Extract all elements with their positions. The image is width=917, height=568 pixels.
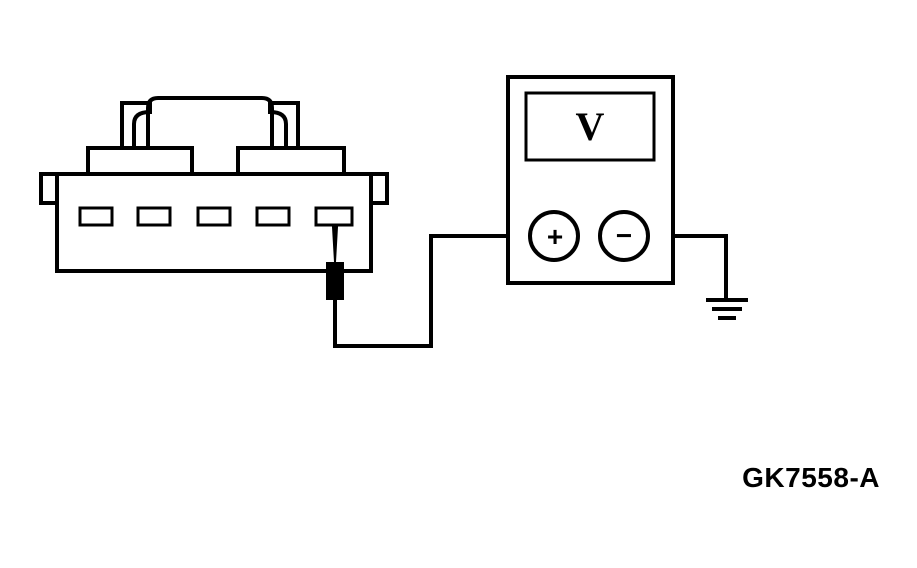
- figure-id-label: GK7558-A: [742, 462, 880, 493]
- connector-right-tab: [369, 172, 389, 205]
- ground-symbol-icon: [706, 298, 748, 320]
- connector-pin-1: [78, 206, 114, 227]
- connector-pin-3: [196, 206, 232, 227]
- voltmeter-display: [524, 91, 656, 162]
- voltmeter-icon: V + −: [506, 75, 675, 285]
- positive-terminal: [528, 210, 580, 262]
- probe-handle: [326, 262, 344, 300]
- connector-icon: [39, 96, 389, 273]
- connector-left-step: [86, 146, 194, 176]
- connector-pin-4: [255, 206, 291, 227]
- probe-tip: [331, 226, 339, 263]
- connector-pin-5: [314, 206, 354, 227]
- connector-left-tab: [39, 172, 59, 205]
- negative-test-lead: [648, 234, 728, 300]
- negative-terminal: [598, 210, 650, 262]
- connector-latch: [146, 96, 274, 148]
- positive-test-lead: [333, 234, 530, 348]
- connector-left-clip: [120, 101, 152, 150]
- connector-right-step: [236, 146, 346, 176]
- voltmeter-display-symbol: V: [576, 104, 605, 149]
- connector-right-clip: [268, 101, 300, 150]
- negative-terminal-symbol: −: [616, 220, 632, 251]
- connector-pin-2: [136, 206, 172, 227]
- positive-terminal-symbol: +: [547, 221, 563, 252]
